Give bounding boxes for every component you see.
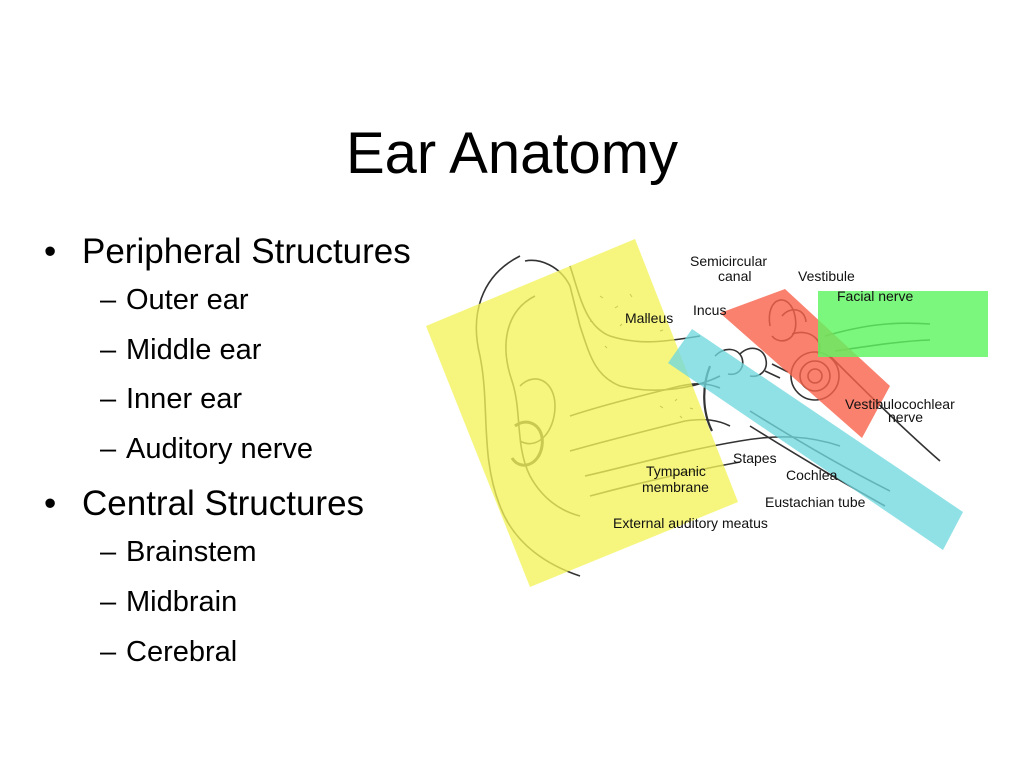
list-item: –Auditory nerve xyxy=(100,432,313,465)
label-facial-nerve: Facial nerve xyxy=(837,288,913,304)
list-item: –Brainstem xyxy=(100,536,257,569)
label-cochlea: Cochlea xyxy=(786,467,838,483)
central-sublist: –Brainstem –Midbrain –Cerebral xyxy=(44,528,411,677)
list-item: –Midbrain xyxy=(100,585,238,618)
label-vestibule: Vestibule xyxy=(798,268,855,284)
label-membrane: membrane xyxy=(642,479,709,495)
bullet-peripheral-structures: • Peripheral Structures xyxy=(44,228,411,276)
auditory-nerve-highlight xyxy=(818,291,988,357)
label-eustachian-tube: Eustachian tube xyxy=(765,494,866,510)
list-item: –Middle ear xyxy=(100,333,262,366)
label-external-auditory-meatus: External auditory meatus xyxy=(613,515,768,531)
list-item: –Outer ear xyxy=(100,284,249,316)
list-item: –Inner ear xyxy=(100,383,243,416)
label-canal: canal xyxy=(718,268,751,284)
section-label: Peripheral Structures xyxy=(82,232,411,271)
label-nerve: nerve xyxy=(888,409,923,425)
label-incus: Incus xyxy=(693,302,726,318)
slide-title: Ear Anatomy xyxy=(345,121,679,186)
section-label: Central Structures xyxy=(82,484,365,524)
label-tympanic: Tympanic xyxy=(646,463,706,479)
label-stapes: Stapes xyxy=(733,450,777,466)
ear-anatomy-diagram: Semicircular canal Vestibule Incus Malle… xyxy=(420,236,1000,596)
bullet-icon: • xyxy=(44,232,57,271)
list-item: –Cerebral xyxy=(100,635,238,668)
diagram-labels: Semicircular canal Vestibule Incus Malle… xyxy=(613,253,955,531)
highlight-overlays xyxy=(426,239,988,587)
middle-ear-highlight xyxy=(668,329,963,550)
peripheral-sublist: –Outer ear –Middle ear –Inner ear –Audit… xyxy=(44,276,411,474)
bullet-list: • Peripheral Structures –Outer ear –Midd… xyxy=(44,228,411,677)
label-vestibulocochlear: Vestibulocochlear xyxy=(845,396,955,412)
inner-ear-highlight xyxy=(720,289,890,438)
bullet-central-structures: • Central Structures xyxy=(44,480,411,528)
label-semicircular: Semicircular xyxy=(690,253,767,269)
bullet-icon: • xyxy=(44,484,57,524)
outer-ear-highlight xyxy=(426,239,738,587)
label-malleus: Malleus xyxy=(625,310,673,326)
